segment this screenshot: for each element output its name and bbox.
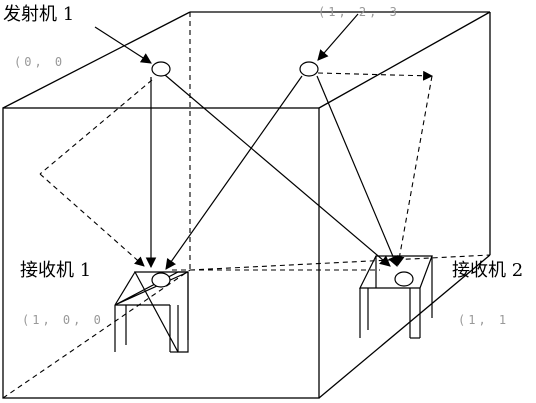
transmitter1-antenna	[151, 61, 171, 77]
ray-t2-reflect-segment2	[394, 75, 433, 266]
ray-t2-to-r1	[165, 75, 303, 270]
transmitter2-callout	[317, 13, 359, 61]
faint-mark-top-right: (1, 2, 3	[318, 5, 400, 19]
transmitter1-label: 发射机 1	[3, 4, 74, 25]
callout-arrows	[94, 13, 359, 64]
hidden-edge-back-bottom	[189, 254, 491, 271]
transmitter1-callout	[94, 26, 152, 64]
direct-rays	[145, 74, 399, 270]
hidden-edge-floor-left	[2, 269, 191, 399]
receiver2-stand	[359, 255, 433, 339]
receiver1-antenna	[151, 272, 171, 288]
room-edge-bottom-right	[318, 254, 491, 399]
receiver1-stand	[114, 271, 189, 353]
ray-t1-reflect-segment2	[39, 173, 145, 267]
room-box	[2, 11, 491, 399]
ray-t2-to-r2	[316, 75, 399, 267]
receiver1-top-edge	[114, 271, 189, 306]
receiver2-label: 接收机 2	[452, 260, 523, 281]
receiver1-top-left	[114, 271, 136, 306]
room-front-face	[2, 107, 320, 399]
ray-t2-reflect-segment1	[317, 70, 433, 81]
faint-mark-bottom-left: (1, 0, 0	[22, 313, 104, 327]
room-edge-top-left	[2, 11, 191, 109]
faint-mark-top-left: (0, 0	[14, 55, 65, 69]
transmitter2-antenna	[299, 61, 319, 77]
receiver1-label: 接收机 1	[20, 260, 91, 281]
reflected-rays	[39, 70, 433, 271]
receiver2-antenna	[394, 271, 414, 287]
room-edge-top-right	[318, 11, 491, 109]
ray-t1-to-r2	[164, 74, 391, 267]
receiver1-right-leg	[133, 271, 189, 353]
room-hidden-edges	[2, 12, 491, 399]
faint-mark-bottom-right: (1, 1	[458, 313, 509, 327]
ray-t1-reflect-segment1	[39, 79, 153, 175]
